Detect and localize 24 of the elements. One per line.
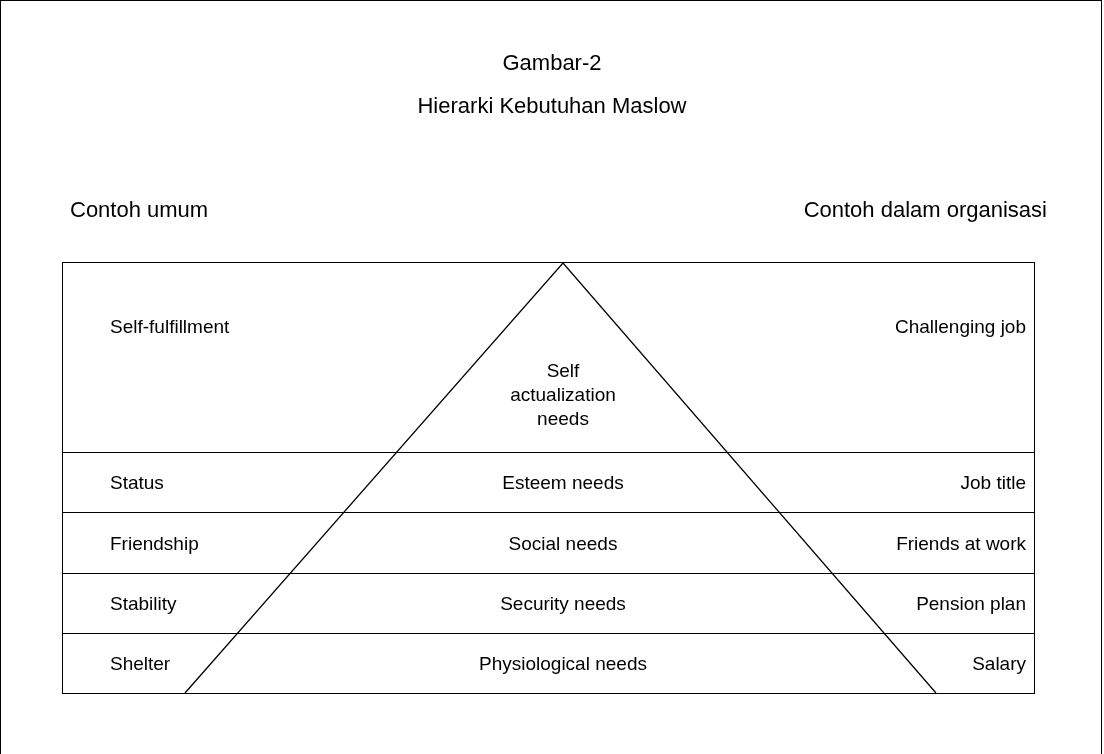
organization-example: Challenging job	[895, 315, 1026, 339]
diagram-title: Hierarki Kebutuhan Maslow	[416, 93, 688, 119]
general-example: Status	[110, 471, 164, 495]
general-example: Stability	[110, 592, 177, 616]
column-heading: Contoh dalam organisasi	[803, 197, 1047, 223]
pyramid-level-row	[62, 573, 1035, 634]
general-example: Self-fulfillment	[110, 315, 230, 339]
organization-example: Salary	[972, 652, 1026, 676]
general-example: Friendship	[110, 531, 199, 556]
figure-number: Gambar-2	[501, 50, 603, 76]
need-level-label: Self actualization needs	[509, 359, 617, 431]
need-level-label: Security needs	[499, 592, 627, 616]
organization-example: Pension plan	[916, 592, 1026, 616]
general-example: Shelter	[110, 652, 171, 676]
column-heading: Contoh umum	[70, 197, 209, 223]
pyramid-level-row	[62, 262, 1035, 453]
pyramid-level-row	[62, 633, 1035, 694]
pyramid-level-row	[62, 452, 1035, 513]
need-level-label: Esteem needs	[501, 471, 625, 495]
pyramid-level-row	[62, 512, 1035, 574]
organization-example: Job title	[960, 471, 1026, 495]
need-level-label: Social needs	[507, 531, 619, 556]
organization-example: Friends at work	[896, 531, 1026, 556]
need-level-label: Physiological needs	[478, 652, 648, 676]
